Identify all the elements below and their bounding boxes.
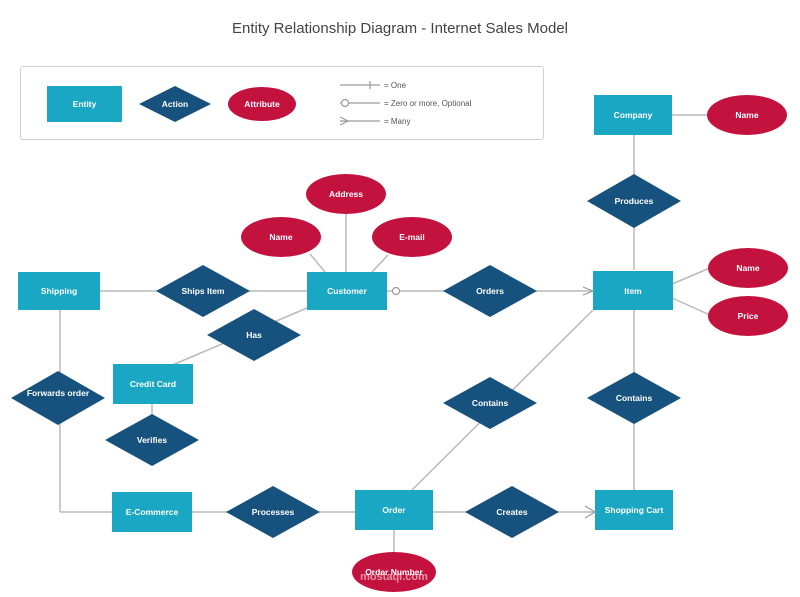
relation-orders-label: Orders — [476, 286, 504, 296]
watermark-text: mostaql.com — [360, 571, 428, 583]
relation-produces[interactable]: Produces — [587, 174, 681, 228]
legend-entity-shape — [47, 86, 122, 122]
relation-forwards-order-label: Forwards order — [27, 388, 90, 398]
entity-shipping-label: Shipping — [41, 286, 77, 296]
entity-ecommerce[interactable]: E-Commerce — [112, 492, 192, 532]
entity-item-label: Item — [624, 286, 642, 296]
relation-ships-item-label: Ships Item — [182, 286, 225, 296]
entity-order-label: Order — [382, 505, 406, 515]
relation-forwards-order[interactable]: Forwards order — [11, 371, 105, 425]
entity-shopping-cart[interactable]: Shopping Cart — [595, 490, 673, 530]
relation-processes[interactable]: Processes — [226, 486, 320, 538]
many-markers — [582, 286, 597, 519]
relation-creates[interactable]: Creates — [465, 486, 559, 538]
attribute-company-name[interactable]: Name — [707, 95, 787, 135]
attribute-company-name-label: Name — [735, 110, 758, 120]
entity-company[interactable]: Company — [594, 95, 672, 135]
connector-lines — [59, 114, 711, 556]
legend-symbols — [339, 81, 380, 126]
legend-action-label: Action — [162, 99, 188, 109]
legend-action-shape — [139, 86, 211, 122]
attribute-order-number[interactable]: Order Number — [352, 552, 436, 592]
legend-entity-label: Entity — [73, 99, 97, 109]
relation-processes-label: Processes — [252, 507, 295, 517]
attribute-price[interactable]: Price — [708, 296, 788, 336]
entity-ecommerce-label: E-Commerce — [126, 507, 179, 517]
relation-contains-order[interactable]: Contains — [443, 377, 537, 429]
entity-customer-label: Customer — [327, 286, 367, 296]
attribute-email-label: E-mail — [399, 232, 425, 242]
relation-contains-cart[interactable]: Contains — [587, 372, 681, 424]
attribute-address[interactable]: Address — [306, 174, 386, 214]
line-item-name — [671, 267, 711, 285]
relation-verifies-label: Verifies — [137, 435, 168, 445]
attribute-item-name[interactable]: Name — [708, 248, 788, 288]
relation-has-label: Has — [246, 330, 262, 340]
attribute-customer-name[interactable]: Name — [241, 217, 321, 257]
relation-ships-item[interactable]: Ships Item — [156, 265, 250, 317]
entity-credit-card-label: Credit Card — [130, 379, 176, 389]
attribute-price-label: Price — [738, 311, 759, 321]
legend-attribute-label: Attribute — [244, 99, 280, 109]
line-item-price — [671, 297, 711, 316]
relation-orders[interactable]: Orders — [443, 265, 537, 317]
entity-credit-card[interactable]: Credit Card — [113, 364, 193, 404]
line-email-customer — [371, 254, 389, 273]
relation-creates-label: Creates — [496, 507, 527, 517]
attribute-customer-name-label: Name — [269, 232, 292, 242]
entity-shopping-cart-label: Shopping Cart — [605, 505, 664, 515]
attribute-item-name-label: Name — [736, 263, 759, 273]
legend-zero-or-more-label: = Zero or more, Optional — [384, 99, 472, 108]
relation-has[interactable]: Has — [207, 309, 301, 361]
entity-shipping[interactable]: Shipping — [18, 272, 100, 310]
entity-customer[interactable]: Customer — [307, 272, 387, 310]
line-name-customer — [309, 253, 326, 273]
zero-or-more-marker — [391, 286, 401, 296]
entity-order[interactable]: Order — [355, 490, 433, 530]
attribute-email[interactable]: E-mail — [372, 217, 452, 257]
attribute-address-label: Address — [329, 189, 363, 199]
legend-attribute-shape — [228, 87, 296, 121]
legend-one-label: = One — [384, 81, 407, 90]
relation-verifies[interactable]: Verifies — [105, 414, 199, 466]
entity-item[interactable]: Item — [593, 271, 673, 310]
legend-many-label: = Many — [384, 117, 410, 126]
relation-produces-label: Produces — [615, 196, 654, 206]
relation-contains-cart-label: Contains — [616, 393, 653, 403]
attribute-order-number-label: Order Number — [365, 567, 423, 577]
relation-contains-order-label: Contains — [472, 398, 509, 408]
page-title: Entity Relationship Diagram - Internet S… — [232, 20, 568, 37]
entity-company-label: Company — [614, 110, 653, 120]
